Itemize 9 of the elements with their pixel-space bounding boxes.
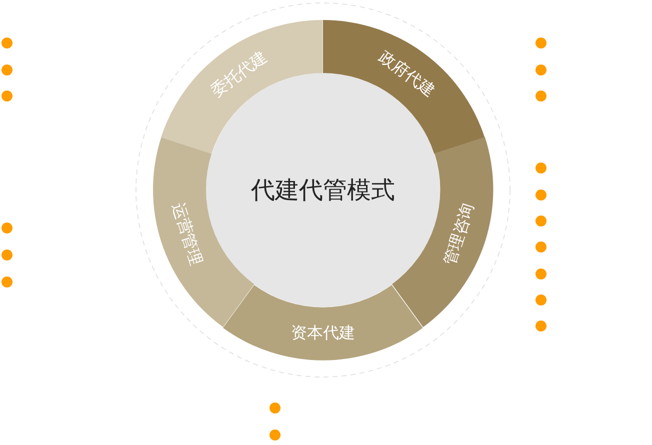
segment-label: 管理咨询 bbox=[442, 201, 477, 268]
segment-label: 资本代建 bbox=[290, 325, 355, 342]
ring-segment bbox=[323, 20, 485, 154]
center-title: 代建代管模式 bbox=[251, 175, 395, 206]
segment-label: 政府代建 bbox=[376, 48, 438, 100]
segment-label: 委托代建 bbox=[208, 48, 270, 100]
segment-label: 运营管理 bbox=[169, 201, 204, 268]
ring-segment bbox=[223, 284, 423, 360]
ring-segment bbox=[161, 20, 323, 154]
